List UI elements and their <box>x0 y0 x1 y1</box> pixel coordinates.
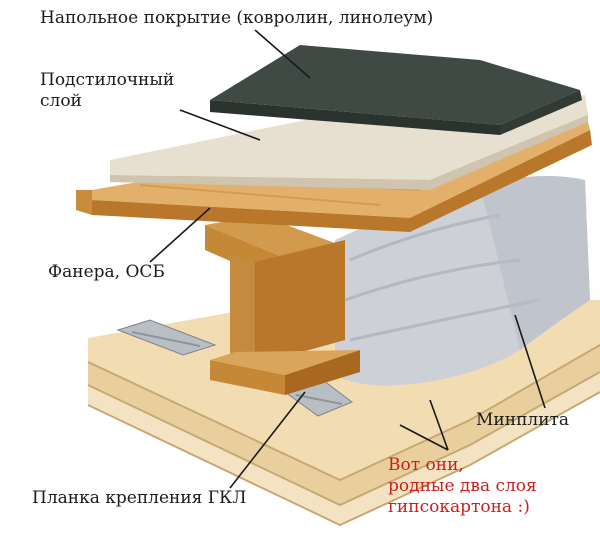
label-underlay: Подстилочный слой <box>40 70 174 112</box>
label-mineral-wool: Минплита <box>476 410 570 430</box>
leader-underlay <box>179 109 261 141</box>
label-plywood: Фанера, ОСБ <box>48 262 165 282</box>
leader-floor-covering <box>254 29 311 79</box>
leader-gkl-strip <box>229 391 306 489</box>
i-joist <box>205 215 360 395</box>
leader-plywood <box>149 207 211 263</box>
label-gkl-strip: Планка крепления ГКЛ <box>32 488 247 508</box>
leader-gypsum-1 <box>399 424 449 451</box>
label-underlay-line2: слой <box>40 91 82 111</box>
note-gypsum: Вот они, родные два слоя гипсокартона :) <box>388 455 537 518</box>
note-line2: родные два слоя <box>388 476 537 496</box>
label-floor-covering: Напольное покрытие (ковролин, линолеум) <box>40 8 434 28</box>
floor-covering-layer <box>210 45 582 135</box>
note-line3: гипсокартона :) <box>388 497 530 517</box>
label-underlay-line1: Подстилочный <box>40 70 175 90</box>
leader-mineral-wool <box>514 314 546 409</box>
note-line1: Вот они, <box>388 455 464 475</box>
leader-lines <box>149 29 546 489</box>
leader-gypsum-2 <box>429 399 449 451</box>
